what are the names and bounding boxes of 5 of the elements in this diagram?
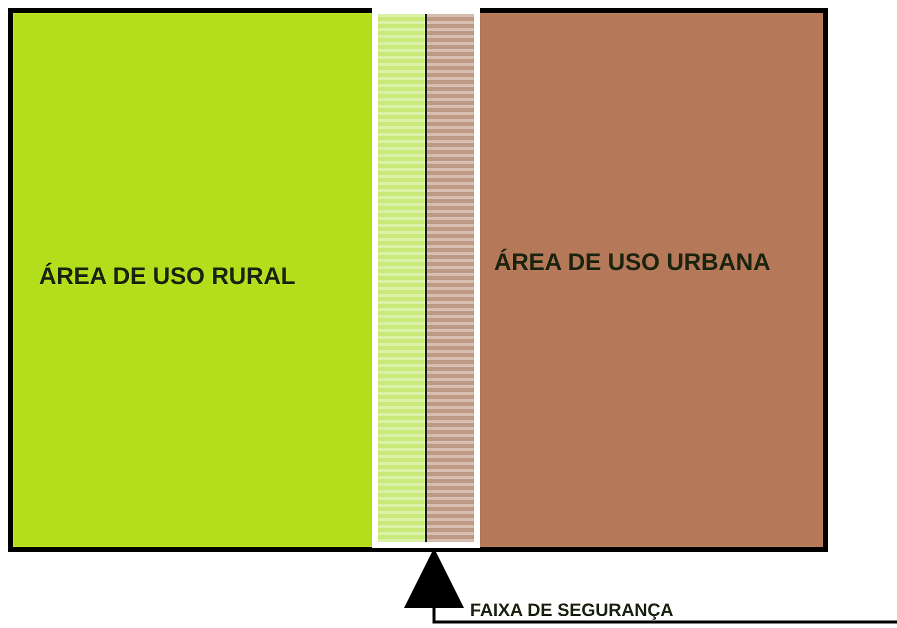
urban-area: [480, 13, 823, 547]
rural-area: [13, 13, 372, 547]
safety-strip: [372, 8, 480, 548]
area-label: ÁREA DE USO RURAL: [39, 263, 296, 291]
area-label: ÁREA DE USO URBANA: [494, 249, 770, 277]
